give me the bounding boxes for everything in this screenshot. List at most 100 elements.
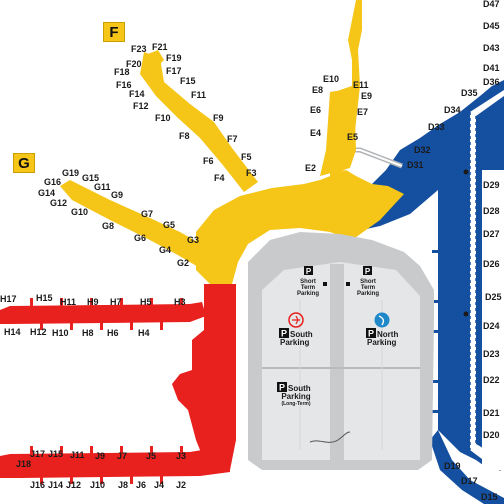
gate-label[interactable]: D24 (483, 321, 500, 331)
gate-label[interactable]: G10 (71, 207, 88, 217)
gate-label[interactable]: G8 (102, 221, 114, 231)
gate-label[interactable]: H9 (87, 297, 99, 307)
gate-label[interactable]: D22 (483, 375, 500, 385)
concourse-f-badge[interactable]: F (103, 22, 125, 42)
gate-label[interactable]: H7 (110, 297, 122, 307)
gate-label[interactable]: E2 (305, 163, 316, 173)
gate-label[interactable]: D19 (444, 461, 461, 471)
gate-label[interactable]: G15 (82, 173, 99, 183)
gate-label[interactable]: E8 (312, 85, 323, 95)
concourse-efg[interactable] (60, 0, 404, 284)
gate-label[interactable]: F7 (227, 134, 238, 144)
gate-label[interactable]: H12 (30, 327, 47, 337)
gate-label[interactable]: G16 (44, 177, 61, 187)
gate-label[interactable]: J2 (176, 480, 186, 490)
gate-label[interactable]: J16 (30, 480, 45, 490)
gate-label[interactable]: H15 (36, 293, 53, 303)
parking-south-long-term[interactable]: P South Parking (Long-Term) (277, 382, 311, 407)
gate-label[interactable]: H14 (4, 327, 21, 337)
gate-label[interactable]: D34 (444, 105, 461, 115)
gate-label[interactable]: F15 (180, 76, 196, 86)
gate-label[interactable]: D17 (461, 476, 478, 486)
gate-label[interactable]: D35 (461, 88, 478, 98)
gate-label[interactable]: J3 (176, 451, 186, 461)
gate-label[interactable]: J10 (90, 480, 105, 490)
gate-label[interactable]: D32 (414, 145, 431, 155)
gate-label[interactable]: F9 (213, 113, 224, 123)
gate-label[interactable]: F18 (114, 67, 130, 77)
gate-label[interactable]: E10 (323, 74, 339, 84)
gate-label[interactable]: E6 (310, 105, 321, 115)
gate-label[interactable]: J12 (66, 480, 81, 490)
gate-label[interactable]: D23 (483, 349, 500, 359)
gate-label[interactable]: F4 (214, 173, 225, 183)
gate-label[interactable]: D28 (483, 206, 500, 216)
gate-label[interactable]: E5 (347, 132, 358, 142)
gate-label[interactable]: D26 (483, 259, 500, 269)
concourse-d[interactable] (330, 80, 504, 504)
gate-label[interactable]: D45 (483, 21, 500, 31)
gate-label[interactable]: G14 (38, 188, 55, 198)
parking-garage[interactable] (248, 232, 434, 470)
gate-label[interactable]: G2 (177, 258, 189, 268)
gate-label[interactable]: J5 (146, 451, 156, 461)
gate-label[interactable]: F16 (116, 80, 132, 90)
parking-north[interactable]: P North Parking (366, 328, 398, 347)
gate-label[interactable]: H8 (82, 328, 94, 338)
gate-label[interactable]: G11 (94, 182, 111, 192)
gate-label[interactable]: F5 (241, 152, 252, 162)
gate-label[interactable]: D27 (483, 229, 500, 239)
gate-label[interactable]: H10 (52, 328, 69, 338)
gate-label[interactable]: H5 (140, 297, 152, 307)
gate-label[interactable]: D31 (407, 160, 424, 170)
gate-label[interactable]: F20 (126, 59, 142, 69)
gate-label[interactable]: J4 (154, 480, 164, 490)
gate-label[interactable]: J18 (16, 459, 31, 469)
gate-label[interactable]: F19 (166, 53, 182, 63)
gate-label[interactable]: F8 (179, 131, 190, 141)
gate-label[interactable]: J9 (95, 451, 105, 461)
gate-label[interactable]: H11 (60, 297, 76, 307)
gate-label[interactable]: D36 (483, 77, 500, 87)
parking-south[interactable]: P South Parking (279, 328, 313, 347)
gate-label[interactable]: D43 (483, 43, 500, 53)
gate-label[interactable]: F12 (133, 101, 149, 111)
gate-label[interactable]: H3 (174, 297, 186, 307)
gate-label[interactable]: D29 (483, 180, 500, 190)
gate-label[interactable]: E7 (357, 107, 368, 117)
gate-label[interactable]: J14 (48, 480, 63, 490)
gate-label[interactable]: G6 (134, 233, 146, 243)
gate-label[interactable]: D25 (485, 292, 502, 302)
gate-label[interactable]: F23 (131, 44, 147, 54)
gate-label[interactable]: E4 (310, 128, 321, 138)
gate-label[interactable]: E9 (361, 91, 372, 101)
parking-short-term-left[interactable]: P Short Term Parking (297, 266, 319, 297)
gate-label[interactable]: F17 (166, 66, 182, 76)
gate-label[interactable]: G19 (62, 168, 79, 178)
gate-label[interactable]: F11 (191, 90, 206, 100)
gate-label[interactable]: G9 (111, 190, 123, 200)
gate-label[interactable]: J11 (70, 450, 85, 460)
gate-label[interactable]: J17 (30, 449, 45, 459)
gate-label[interactable]: H17 (0, 294, 17, 304)
gate-label[interactable]: D33 (428, 122, 445, 132)
gate-label[interactable]: G7 (141, 209, 153, 219)
gate-label[interactable]: F3 (246, 168, 257, 178)
gate-label[interactable]: J6 (136, 480, 146, 490)
concourse-g-badge[interactable]: G (13, 153, 35, 173)
gate-label[interactable]: D47 (483, 0, 500, 9)
gate-label[interactable]: F10 (155, 113, 171, 123)
gate-label[interactable]: J8 (118, 480, 128, 490)
gate-label[interactable]: J7 (117, 451, 127, 461)
gate-label[interactable]: F21 (152, 42, 168, 52)
gate-label[interactable]: G4 (159, 245, 171, 255)
gate-label[interactable]: E11 (353, 80, 369, 90)
parking-short-term-right[interactable]: P Short Term Parking (357, 266, 379, 297)
gate-label[interactable]: H4 (138, 328, 150, 338)
gate-label[interactable]: D20 (483, 430, 500, 440)
gate-label[interactable]: H6 (107, 328, 119, 338)
gate-label[interactable]: D41 (483, 63, 500, 73)
gate-label[interactable]: G5 (163, 220, 175, 230)
gate-label[interactable]: D15 (481, 492, 498, 502)
gate-label[interactable]: G3 (187, 235, 199, 245)
